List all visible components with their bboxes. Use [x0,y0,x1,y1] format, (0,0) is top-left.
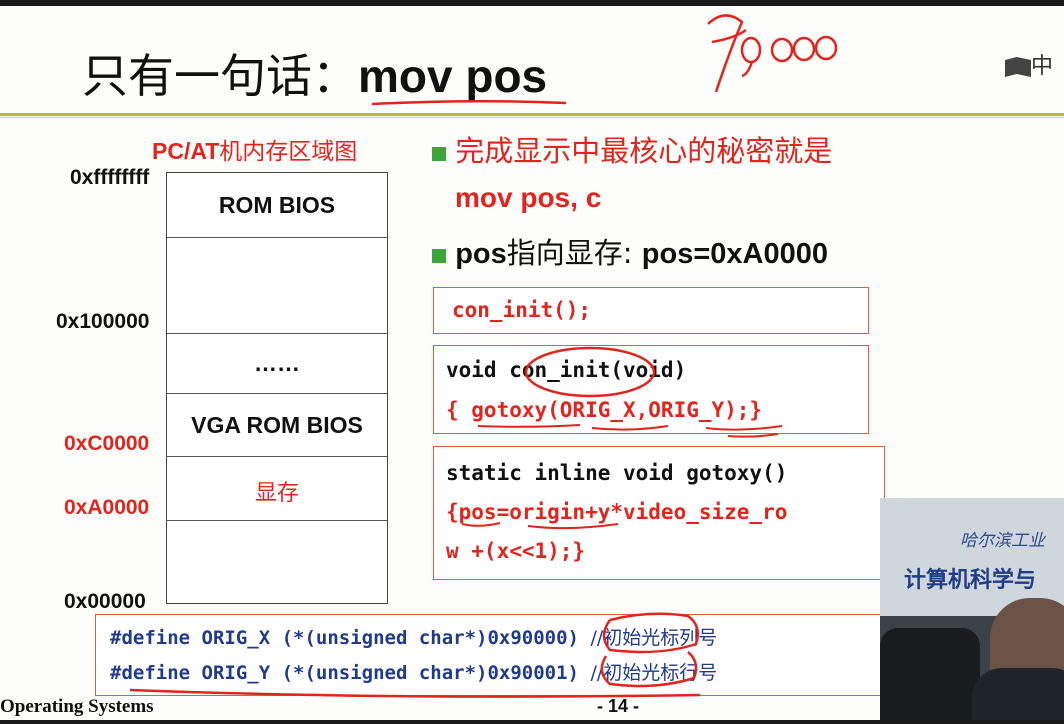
logo-text: 中 [1031,54,1054,79]
memory-region-empty [167,238,387,334]
chair-shape [880,628,980,724]
memory-region-rom-bios: ROM BIOS [167,173,387,238]
bullet-2-cjk: 指向显存: [506,236,642,270]
code-line: static inline void gotoxy() [446,461,788,485]
bullet-point-2: pos指向显存: pos=0xA0000 [432,230,828,272]
memory-region-vram: 显存 [167,457,387,521]
code-box-defines: #define ORIG_X (*(unsigned char*)0x90000… [95,614,895,696]
presenter-suit [972,668,1064,724]
code-box-gotoxy: static inline void gotoxy() {pos=origin+… [433,446,885,580]
bullet-1-instruction: mov pos, c [455,182,602,213]
memory-map-diagram: ROM BIOS …… VGA ROM BIOS 显存 [166,172,388,604]
title-divider-thin [0,117,1064,118]
memory-map-title-cjk: 机内存区域图 [219,139,358,165]
bullet-square-icon [432,249,446,263]
define-comment: //初始光标行号 [590,662,718,684]
backdrop-sign [880,498,1064,616]
address-label: 0x100000 [56,310,150,333]
backdrop-sign-top: 哈尔滨工业 [960,531,1045,551]
code-box-call: con_init(); [433,287,869,334]
define-code: #define ORIG_Y (*(unsigned char*)0x90001… [110,662,579,684]
code-box-con-init: void con_init(void) { gotoxy(ORIG_X,ORIG… [433,345,869,434]
code-line: { gotoxy(ORIG_X,ORIG_Y);} [446,398,763,422]
bullet-square-icon [432,147,446,161]
address-label: 0x00000 [64,590,146,613]
bullet-point-1: 完成显示中最核心的秘密就是 [432,128,832,170]
memory-map-title: PC/AT机内存区域图 [152,132,357,166]
define-code: #define ORIG_X (*(unsigned char*)0x90000… [110,627,579,649]
slide-title-latin: mov pos [358,50,548,102]
slide-title-cjk: 只有一句话： [82,49,358,103]
slide-title: 只有一句话：mov pos [82,40,547,106]
memory-region-vga-rom-bios: VGA ROM BIOS [167,394,387,457]
memory-map-title-latin: PC/AT [152,138,220,164]
code-line: w +(x<<1);} [446,539,586,563]
handwritten-number-ink [707,14,838,93]
footer-course-name: Operating Systems [0,696,154,717]
code-line: void con_init(void) [446,358,687,382]
address-label: 0xffffffff [70,166,150,189]
define-line: #define ORIG_X (*(unsigned char*)0x90000… [110,623,717,650]
backdrop-sign-main: 计算机科学与 [904,568,1037,593]
memory-region-low [167,521,387,603]
bottom-border [0,720,1064,724]
define-comment: //初始光标列号 [590,627,718,649]
page-number: - 14 - [597,696,640,716]
book-logo-icon [1005,57,1031,77]
top-border [0,0,1064,6]
bullet-2-latin-1: pos [455,238,507,270]
code-line: {pos=origin+y*video_size_ro [446,500,788,524]
define-line: #define ORIG_Y (*(unsigned char*)0x90001… [110,658,717,685]
address-label: 0xC0000 [64,432,150,455]
course-logo: 中 [1005,48,1053,80]
bullet-2-latin-2: pos=0xA0000 [641,238,828,270]
presenter-video: 哈尔滨工业 计算机科学与 [880,498,1064,724]
memory-region-ellipsis: …… [167,334,387,394]
bullet-1-text: 完成显示中最核心的秘密就是 [455,134,833,168]
title-divider [0,113,1064,116]
code-line: con_init(); [452,298,592,322]
address-label: 0xA0000 [64,496,150,519]
